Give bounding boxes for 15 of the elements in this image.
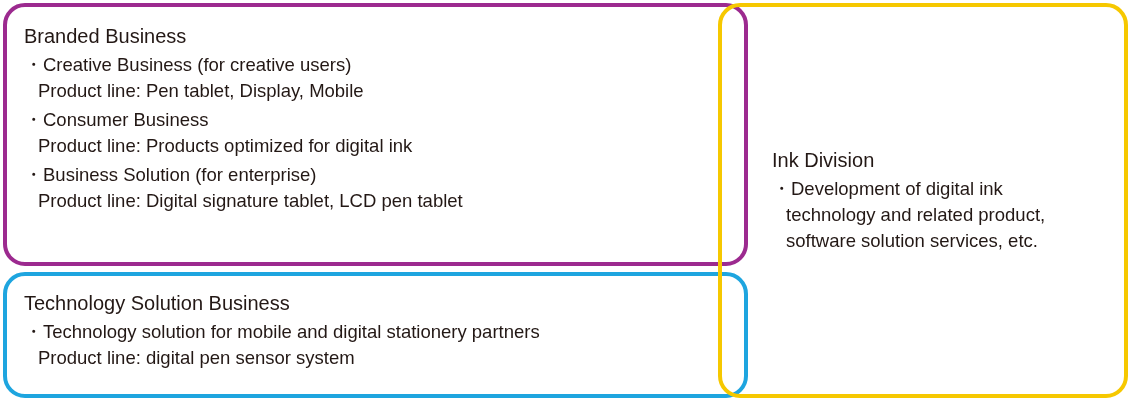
section-heading: Branded Business [24, 24, 188, 49]
bullet-item: ・Technology solution for mobile and digital stationery partners [24, 320, 541, 344]
bullet-item: ・Creative Business (for creative users) [24, 53, 353, 77]
section-heading: Ink Division [772, 148, 876, 173]
bullet-item: ・Business Solution (for enterprise) [24, 163, 318, 187]
group-box [718, 3, 1128, 398]
product-line-text: Product line: Products optimized for digital ink [37, 134, 414, 158]
section-heading: Technology Solution Business [24, 291, 291, 316]
product-line-text: Product line: Pen tablet, Display, Mobile [37, 79, 365, 103]
product-line-text: Product line: digital pen sensor system [37, 346, 356, 370]
bullet-item: ・Consumer Business [24, 108, 210, 132]
group-box [3, 3, 748, 266]
group-box [3, 272, 748, 398]
product-line-text: Product line: Digital signature tablet, LCD pen tablet [37, 189, 464, 213]
bullet-item: ・Development of digital ink technology and related product, software solution services, etc. [772, 177, 1047, 253]
